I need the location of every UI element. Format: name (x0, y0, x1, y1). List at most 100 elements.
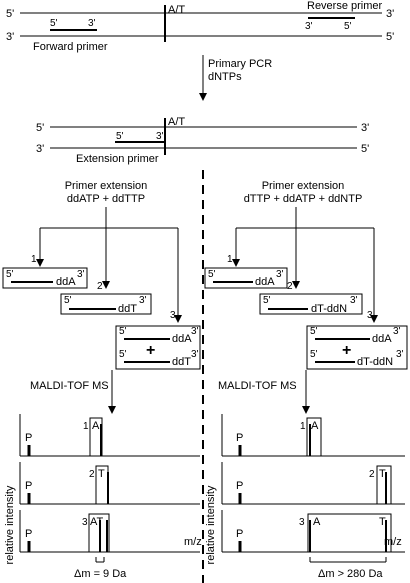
right-title-line1: Primer extension (262, 180, 345, 192)
left-s1-label-a: A (92, 420, 100, 432)
extension-primer-5prime: 5' (116, 131, 124, 142)
right-p3a-5prime: 5' (310, 326, 318, 337)
right-spectrum-1: P 1 A (221, 414, 405, 457)
primary-pcr-label: Primary PCR (208, 58, 272, 70)
right-title-line2: dTTP + ddATP + ddNTP (244, 193, 363, 205)
left-p3a-label: ddA (172, 333, 192, 345)
right-s3-box (307, 513, 392, 553)
left-title-line2: ddATP + ddTTP (67, 193, 145, 205)
left-p3b-3prime: 3' (191, 349, 199, 360)
forward-primer-5prime: 5' (50, 18, 58, 29)
left-p1-5prime: 5' (6, 269, 14, 280)
pcr-product: 5' 3' 3' 5' A/T 5' 3' Extension primer (36, 116, 369, 165)
right-plus-sign: + (342, 342, 351, 359)
reverse-primer-5prime: 5' (344, 21, 352, 32)
left-mz-label: m/z (184, 536, 202, 548)
top-strand-3prime: 3' (386, 8, 394, 20)
left-p3b-5prime: 5' (119, 349, 127, 360)
left-p3a-3prime: 3' (191, 326, 199, 337)
right-p1-label: ddA (255, 276, 275, 288)
bottom-strand-3prime: 3' (6, 31, 14, 43)
right-s1-label-p: P (236, 432, 243, 444)
right-spectrum-2: P 2 T (221, 462, 405, 505)
left-s3-label-at: AT (90, 516, 104, 528)
right-p3b-5prime: 5' (310, 349, 318, 360)
left-spectrum-2: P 2 T (19, 462, 200, 505)
right-p2-label: dT-ddN (311, 303, 347, 315)
right-s3-label-a: A (313, 516, 321, 528)
product-bottom-5prime: 5' (361, 143, 369, 155)
dntps-label: dNTPs (208, 71, 242, 83)
left-p3b-label: ddT (172, 356, 191, 368)
right-s2-box (376, 465, 392, 505)
right-p3a-3prime: 3' (393, 326, 401, 337)
left-s3-step: 3 (82, 517, 88, 528)
left-spectrum-3: P 3 AT (19, 510, 200, 553)
forward-primer-3prime: 3' (88, 18, 96, 29)
product-snp-label: A/T (168, 116, 185, 128)
left-title-line1: Primer extension (65, 180, 148, 192)
left-step-3: 3 (170, 310, 176, 321)
right-panel: Primer extension dTTP + ddATP + ddNTP 1 … (204, 180, 408, 580)
right-delta-label: Δm > 280 Da (318, 568, 383, 580)
primary-pcr-step: Primary PCR dNTPs (199, 55, 272, 101)
left-s1-label-p: P (25, 432, 32, 444)
left-step-1: 1 (31, 254, 37, 265)
right-s2-label-t: T (379, 468, 386, 480)
right-spectrum-3: P 3 A T (221, 510, 405, 553)
reverse-primer-3prime: 3' (305, 21, 313, 32)
left-plus-sign: + (146, 342, 155, 359)
right-step-2: 2 (287, 281, 293, 292)
right-s3-step: 3 (299, 517, 305, 528)
left-p1-label: ddA (56, 276, 76, 288)
mz-label: m/z (384, 536, 402, 548)
left-product-2-box (60, 293, 152, 315)
left-s2-label-t: T (98, 468, 105, 480)
left-delta-label: Δm = 9 Da (74, 568, 127, 580)
right-product-1-box (204, 267, 288, 289)
left-p1-3prime: 3' (77, 269, 85, 280)
left-p3a-5prime: 5' (119, 326, 127, 337)
snp-label: A/T (168, 4, 185, 16)
right-p1-5prime: 5' (208, 269, 216, 280)
right-p2-5prime: 5' (263, 295, 271, 306)
product-top-5prime: 5' (36, 122, 44, 134)
left-s2-label-p: P (25, 480, 32, 492)
right-step-3: 3 (367, 310, 373, 321)
right-p3b-label: dT-ddN (357, 356, 393, 368)
right-p3b-3prime: 3' (396, 349, 404, 360)
left-p2-label: ddT (118, 303, 137, 315)
extension-primer-label: Extension primer (76, 153, 159, 165)
reverse-primer-label: Reverse primer (307, 0, 383, 12)
right-maldi-label: MALDI-TOF MS (218, 380, 297, 392)
right-step-1: 1 (227, 254, 233, 265)
product-top-3prime: 3' (361, 122, 369, 134)
right-y-axis-label: relative intensity (205, 485, 217, 564)
left-s1-step: 1 (83, 421, 89, 432)
right-p3a-label: ddA (372, 333, 392, 345)
template-dna: 5' 3' 3' 5' A/T 5' 3' Forward primer Rev… (6, 0, 394, 53)
left-s2-step: 2 (89, 469, 95, 480)
right-s2-label-p: P (236, 480, 243, 492)
product-bottom-3prime: 3' (36, 143, 44, 155)
left-maldi-label: MALDI-TOF MS (30, 380, 109, 392)
left-panel: Primer extension ddATP + ddTTP 1 2 3 5' … (2, 180, 201, 580)
right-s3-label-p: P (236, 528, 243, 540)
bottom-strand-5prime: 5' (386, 31, 394, 43)
top-strand-5prime: 5' (6, 8, 14, 20)
left-s3-label-p: P (25, 528, 32, 540)
left-step-2: 2 (97, 281, 103, 292)
left-y-axis-label: relative intensity (4, 485, 16, 564)
extension-primer-3prime: 3' (156, 131, 164, 142)
right-s1-step: 1 (300, 421, 306, 432)
left-spectrum-1: P 1 A (19, 414, 200, 457)
right-s3-label-t: T (379, 516, 386, 528)
forward-primer-label: Forward primer (33, 41, 108, 53)
left-p2-3prime: 3' (139, 295, 147, 306)
right-s2-step: 2 (369, 469, 375, 480)
right-p2-3prime: 3' (350, 295, 358, 306)
left-p2-5prime: 5' (64, 295, 72, 306)
right-s1-label-a: A (311, 420, 319, 432)
right-p1-3prime: 3' (276, 269, 284, 280)
